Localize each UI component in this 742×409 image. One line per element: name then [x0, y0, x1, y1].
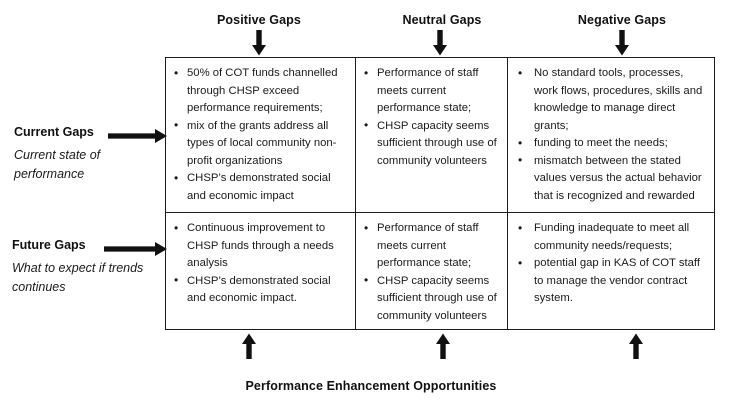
arrow-right-icon — [104, 241, 168, 257]
row-label-subtitle: What to expect if trends continues — [12, 261, 144, 294]
column-header-positive-gaps: Positive Gaps — [217, 13, 301, 27]
arrow-up-icon — [238, 333, 260, 359]
arrow-up-icon — [625, 333, 647, 359]
gap-analysis-matrix: 50% of COT funds channelled through CHSP… — [165, 57, 715, 330]
arrow-right-icon — [108, 128, 168, 144]
list-item: potential gap in KAS of COT staff to man… — [512, 255, 708, 308]
arrow-down-icon — [611, 30, 633, 56]
list-item: 50% of COT funds channelled through CHSP… — [170, 65, 349, 118]
row-label-future-gaps: Future Gaps What to expect if trends con… — [12, 237, 162, 297]
cell-current-positive: 50% of COT funds channelled through CHSP… — [166, 58, 356, 212]
arrow-up-icon — [432, 333, 454, 359]
cell-future-neutral: Performance of staff meets current perfo… — [356, 213, 508, 329]
list-item: Continuous improvement to CHSP funds thr… — [170, 220, 349, 273]
bullet-list: No standard tools, processes, work flows… — [512, 65, 708, 205]
row-label-title: Future Gaps — [12, 238, 86, 252]
list-item: CHSP capacity seems sufficient through u… — [360, 117, 501, 171]
cell-current-negative: No standard tools, processes, work flows… — [508, 58, 714, 212]
list-item: No standard tools, processes, work flows… — [512, 65, 708, 135]
list-item: CHSP capacity seems sufficient through u… — [360, 272, 501, 326]
column-header-negative-gaps: Negative Gaps — [577, 13, 667, 27]
list-item: Funding inadequate to meet all community… — [512, 220, 708, 255]
list-item: mismatch between the stated values versu… — [512, 152, 708, 206]
arrow-down-icon — [429, 30, 451, 56]
bullet-list: Performance of staff meets current perfo… — [360, 65, 501, 170]
cell-future-positive: Continuous improvement to CHSP funds thr… — [166, 213, 356, 329]
row-label-subtitle: Current state of performance — [14, 148, 101, 181]
bottom-caption: Performance Enhancement Opportunities — [245, 379, 497, 393]
list-item: Performance of staff meets current perfo… — [360, 65, 501, 118]
cell-future-negative: Funding inadequate to meet all community… — [508, 213, 714, 329]
list-item: Performance of staff meets current perfo… — [360, 220, 501, 273]
arrow-down-icon — [248, 30, 270, 56]
list-item: CHSP’s demonstrated social and economic … — [170, 170, 349, 205]
table-row-current-gaps: 50% of COT funds channelled through CHSP… — [166, 58, 714, 213]
row-label-title: Current Gaps — [14, 125, 94, 139]
bullet-list: Performance of staff meets current perfo… — [360, 220, 501, 325]
column-header-neutral-gaps: Neutral Gaps — [402, 13, 482, 27]
row-label-current-gaps: Current Gaps Current state of performanc… — [14, 124, 164, 184]
list-item: mix of the grants address all types of l… — [170, 117, 349, 171]
bullet-list: Funding inadequate to meet all community… — [512, 220, 708, 308]
cell-current-neutral: Performance of staff meets current perfo… — [356, 58, 508, 212]
table-row-future-gaps: Continuous improvement to CHSP funds thr… — [166, 213, 714, 329]
list-item: funding to meet the needs; — [512, 135, 708, 153]
bullet-list: 50% of COT funds channelled through CHSP… — [170, 65, 349, 205]
bullet-list: Continuous improvement to CHSP funds thr… — [170, 220, 349, 308]
list-item: CHSP’s demonstrated social and economic … — [170, 272, 349, 308]
